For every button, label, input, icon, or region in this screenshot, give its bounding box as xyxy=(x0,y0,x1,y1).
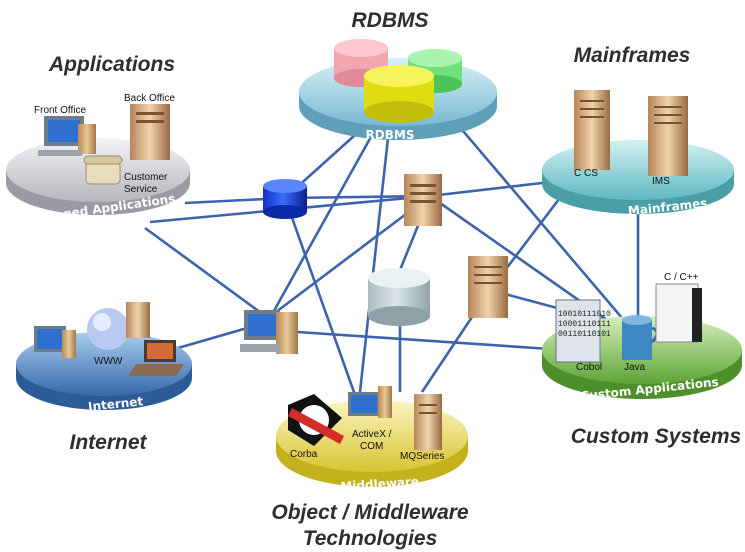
rdbms-title: RDBMS xyxy=(352,9,429,32)
phone-icon xyxy=(83,155,123,185)
packaged-applications-platform: Packaged Applications xyxy=(6,104,190,227)
custom-systems-title: Custom Systems xyxy=(571,425,741,448)
svg-text:10001110111: 10001110111 xyxy=(558,320,611,329)
rdbms-platform-label: RDBMS xyxy=(366,128,415,142)
activex-label: ActiveX / xyxy=(352,429,392,440)
service-label: Service xyxy=(124,184,158,195)
back-office-label: Back Office xyxy=(124,93,175,104)
custom-applications-platform: Custom Applications 10010111010 10001110… xyxy=(542,283,742,403)
ccs-label: C CS xyxy=(574,168,598,179)
rdbms-platform: RDBMS xyxy=(299,39,497,142)
java-label: Java xyxy=(624,362,646,373)
front-office-label: Front Office xyxy=(34,105,86,116)
cobol-binary-icon: 10010111010 10001110111 00110110101 xyxy=(555,299,611,363)
customer-label: Customer xyxy=(124,172,168,183)
server-icon xyxy=(468,256,508,318)
middleware-platform-label: Middleware xyxy=(340,474,420,493)
java-cup-icon xyxy=(622,315,659,360)
internet-platform: Internet xyxy=(16,302,192,414)
corba-logo-icon xyxy=(288,394,344,446)
computer-icon xyxy=(34,326,76,358)
mainframes-platform: Mainframes xyxy=(542,90,734,218)
database-icon xyxy=(364,65,434,123)
server-icon xyxy=(130,104,170,160)
laptop-icon xyxy=(128,340,184,376)
server-icon xyxy=(414,394,442,450)
mainframe-server-icon xyxy=(648,96,688,176)
server-icon xyxy=(126,302,150,338)
computer-icon xyxy=(38,116,96,156)
blue-database-icon xyxy=(263,179,307,219)
com-label: COM xyxy=(360,441,383,452)
server-icon xyxy=(404,174,442,226)
middleware-title-line1: Object / Middleware xyxy=(271,501,469,524)
cobol-label: Cobol xyxy=(576,362,602,373)
mqseries-label: MQSeries xyxy=(400,451,444,462)
computer-icon xyxy=(240,310,298,354)
svg-text:00110110101: 00110110101 xyxy=(558,330,611,339)
applications-title: Applications xyxy=(48,53,175,76)
middleware-title-line2: Technologies xyxy=(303,527,438,550)
cpp-label: C / C++ xyxy=(664,272,699,283)
computer-icon xyxy=(348,386,392,418)
internet-title: Internet xyxy=(69,431,147,454)
ims-label: IMS xyxy=(652,176,670,187)
svg-text:10010111010: 10010111010 xyxy=(558,310,611,319)
mainframe-server-icon xyxy=(574,90,610,170)
internet-platform-label: Internet xyxy=(87,394,144,414)
www-label: WWW xyxy=(94,356,123,367)
gray-database-icon xyxy=(368,268,430,326)
middleware-platform: Middleware xyxy=(276,386,468,494)
mainframes-title: Mainframes xyxy=(574,44,691,67)
corba-label: Corba xyxy=(290,449,318,460)
globe-icon xyxy=(87,308,129,350)
puzzle-icon xyxy=(655,283,702,343)
